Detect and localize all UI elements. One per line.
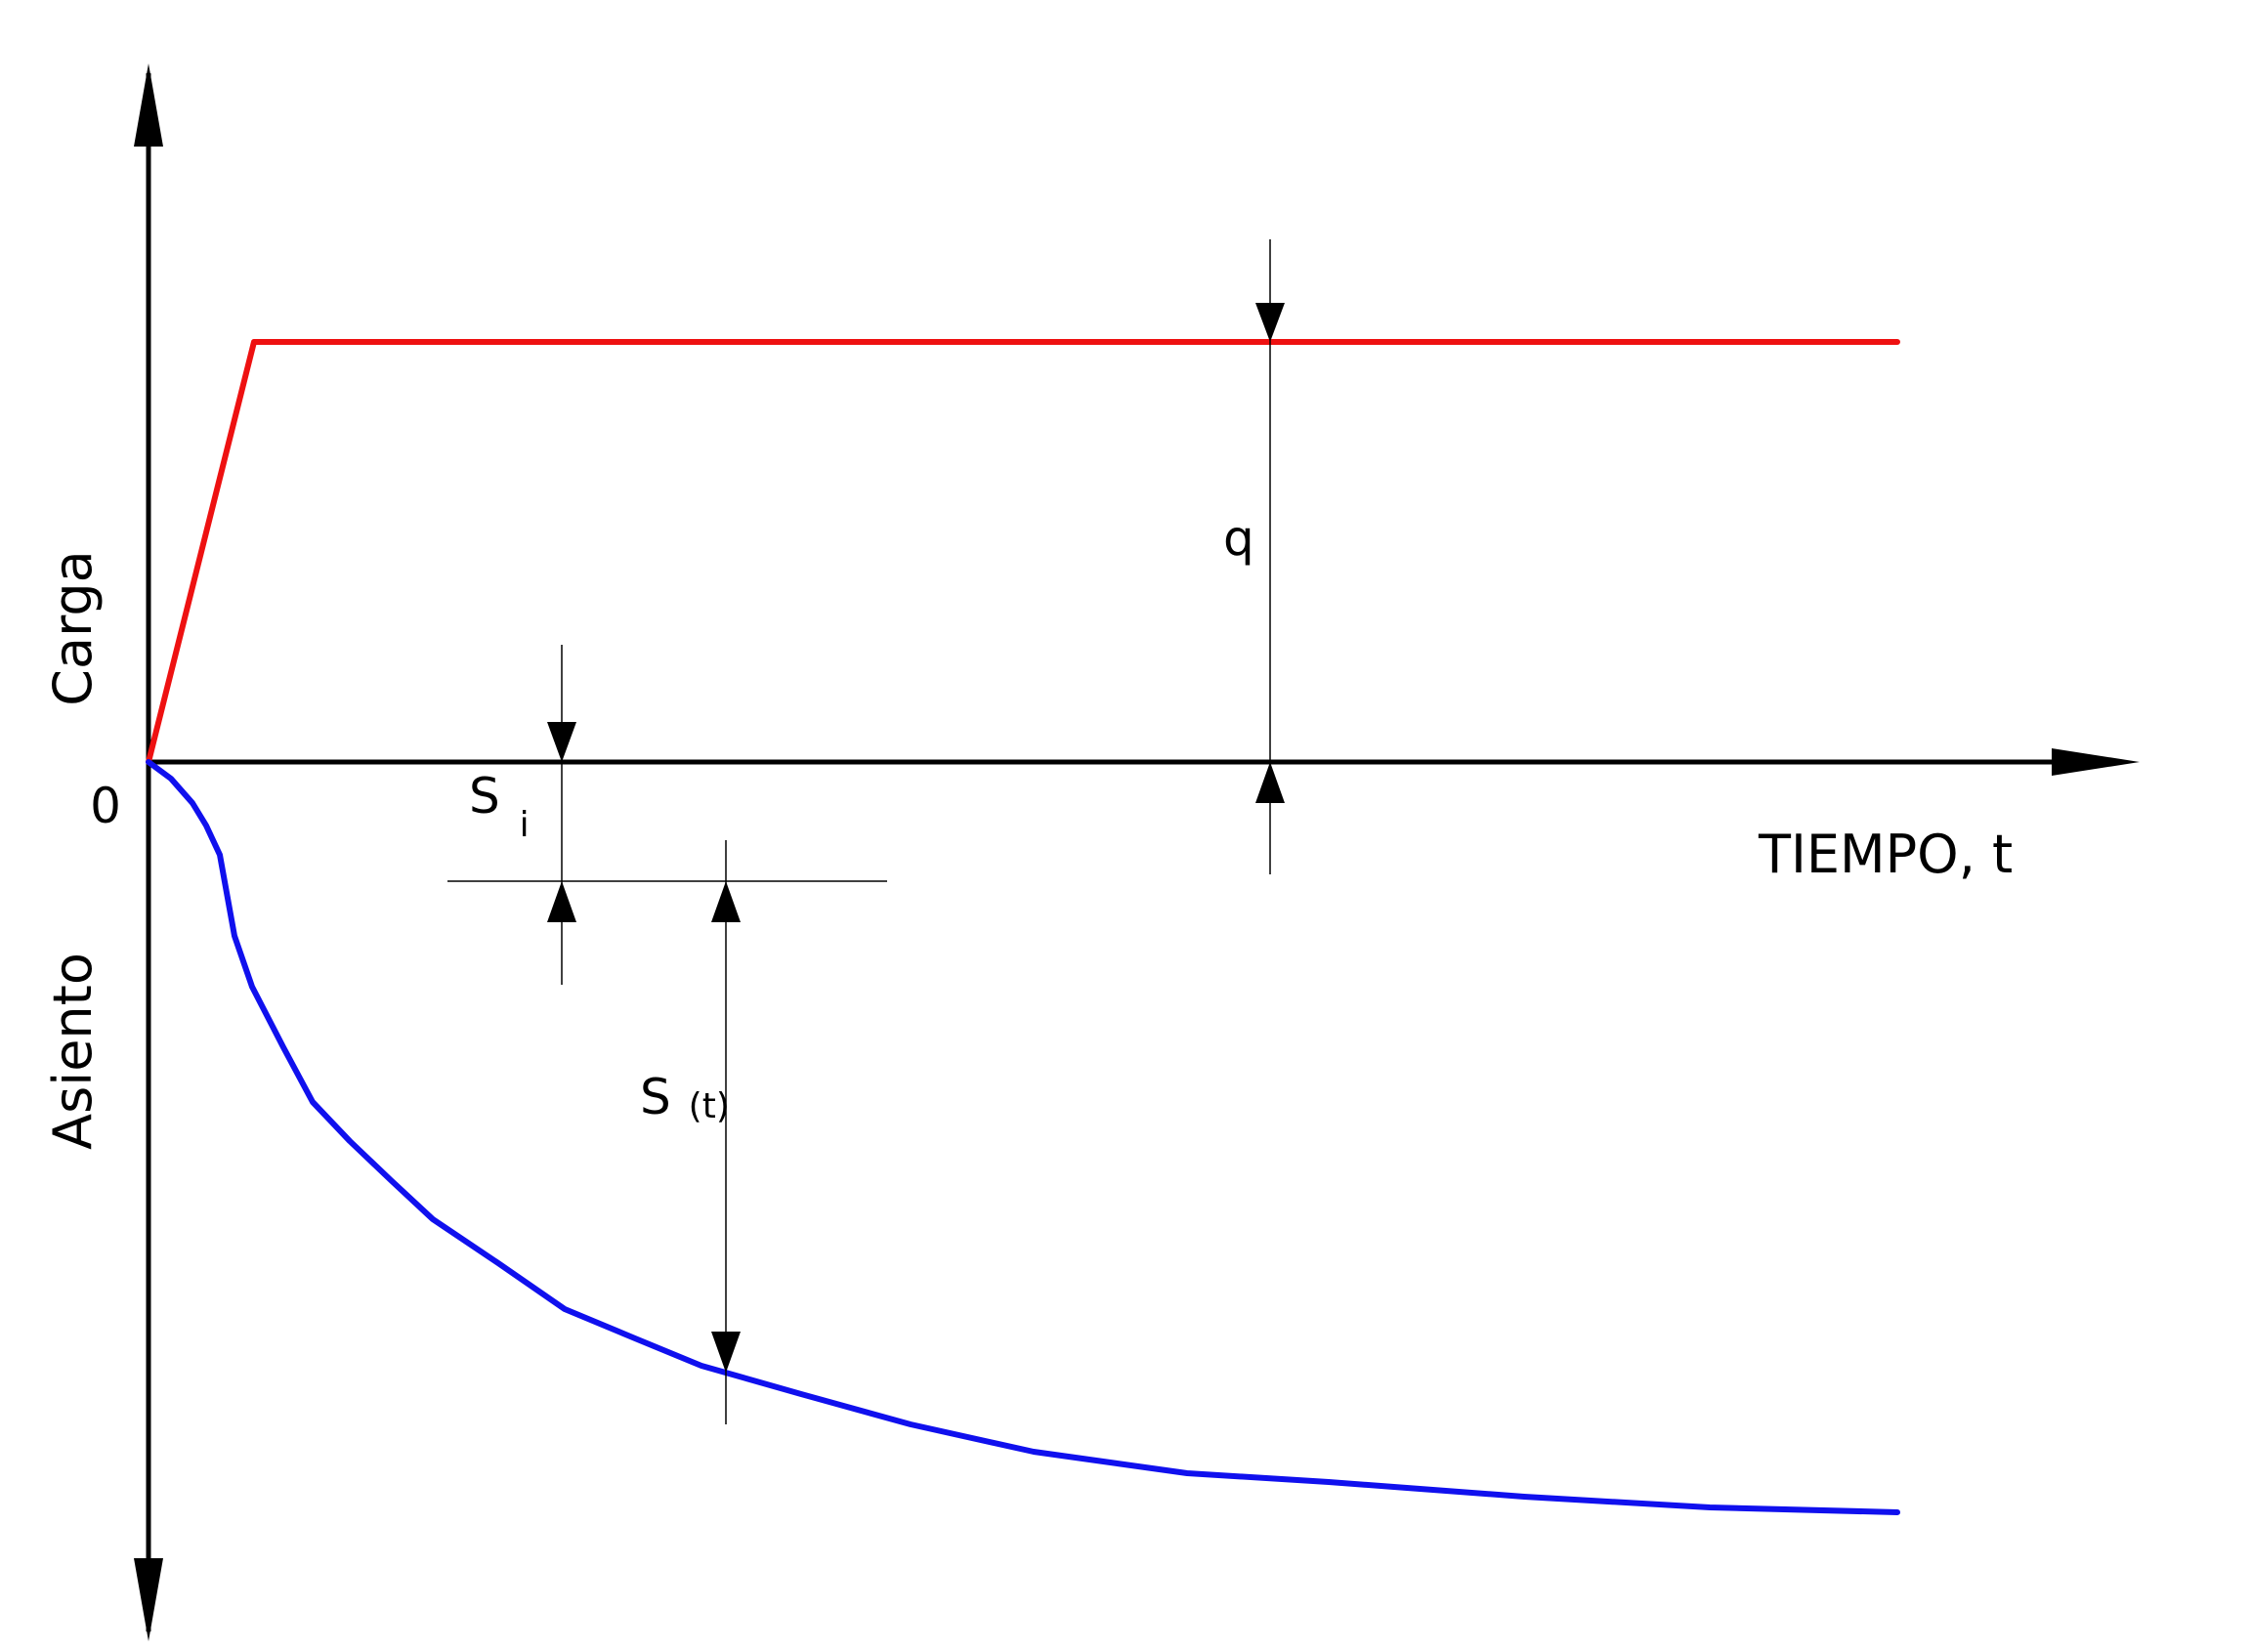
time-settlement-dimension: [711, 840, 741, 1424]
time-settlement-label: S (t): [640, 1069, 730, 1126]
load-dimension-bottom-arrow: [1255, 762, 1285, 803]
immediate-settlement-bottom-arrow: [547, 881, 576, 922]
load-magnitude-label: q: [1223, 510, 1254, 567]
time-axis: [149, 748, 2140, 776]
immediate-settlement-dimension: [447, 645, 887, 985]
load-dimension-top-arrow: [1255, 303, 1285, 342]
immediate-settlement-symbol: S: [469, 768, 500, 825]
immediate-settlement-label: S i: [469, 768, 530, 845]
settlement-curve: [146, 759, 1900, 1515]
load-dimension: [1255, 239, 1285, 874]
immediate-settlement-subscript: i: [520, 805, 530, 845]
load-axis-label: Carga: [42, 550, 104, 705]
time-axis-arrow: [2052, 748, 2140, 776]
vertical-axis-down-arrow: [134, 1558, 163, 1641]
origin-label: 0: [90, 778, 121, 834]
load-curve: [146, 339, 1900, 765]
vertical-axis-up-arrow: [134, 64, 163, 147]
time-axis-label: TIEMPO, t: [1758, 824, 2013, 885]
vertical-axis: [134, 64, 163, 1641]
settlement-axis-label: Asiento: [42, 953, 104, 1150]
time-settlement-top-arrow: [711, 881, 741, 922]
time-settlement-bottom-arrow: [711, 1332, 741, 1373]
time-settlement-symbol: S: [640, 1069, 671, 1125]
immediate-settlement-top-arrow: [547, 722, 576, 762]
time-settlement-subscript: (t): [689, 1086, 730, 1126]
